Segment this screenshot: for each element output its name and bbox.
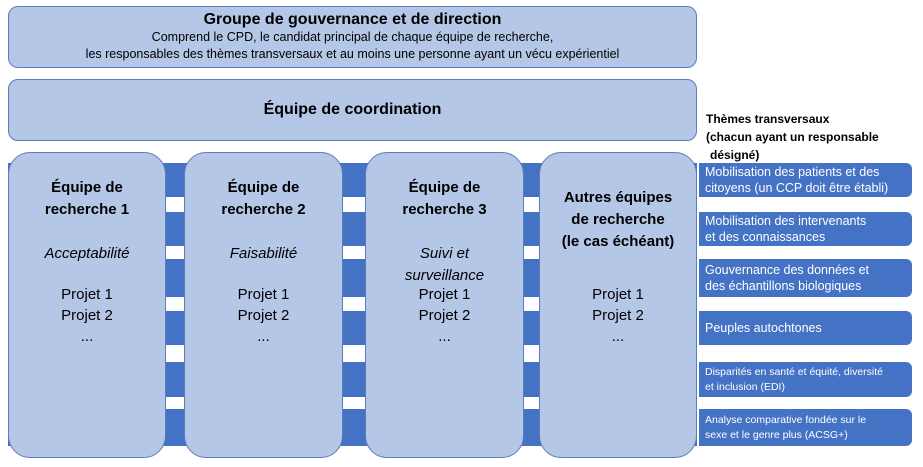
coordination-title: Équipe de coordination xyxy=(263,101,442,118)
research-team-3-box: Équipe de recherche 3 Suivi et surveilla… xyxy=(365,152,524,458)
theme-2-line2: et des connaissances xyxy=(705,230,826,244)
other-teams-more: ... xyxy=(611,328,625,345)
other-teams-name-line3: (le cas échéant) xyxy=(561,233,675,250)
team-3-name-line2: recherche 3 xyxy=(402,201,487,218)
team-2-project-1: Projet 1 xyxy=(237,286,290,303)
team-1-more: ... xyxy=(80,328,94,345)
other-research-teams-box: Autres équipes de recherche (le cas éché… xyxy=(539,152,697,458)
team-2-project-2: Projet 2 xyxy=(237,307,290,324)
theme-item-1: Mobilisation des patients et des citoyen… xyxy=(699,163,912,197)
research-team-1-box: Équipe de recherche 1 Acceptabilité Proj… xyxy=(8,152,166,458)
team-2-name-line2: recherche 2 xyxy=(221,201,306,218)
theme-5-line1: Disparités en santé et équité, diversité xyxy=(705,365,884,378)
team-2-more: ... xyxy=(257,328,270,345)
other-teams-name-line2: de recherche xyxy=(571,211,665,228)
team-3-focus-line2: surveillance xyxy=(404,267,485,284)
team-1-name-line2: recherche 1 xyxy=(44,201,130,218)
theme-3-line2: des échantillons biologiques xyxy=(705,279,862,293)
team-2-name-line1: Équipe de xyxy=(227,179,300,196)
team-1-focus: Acceptabilité xyxy=(44,245,130,262)
theme-6-line1: Analyse comparative fondée sur le xyxy=(705,413,867,426)
other-teams-project-2: Projet 2 xyxy=(592,307,644,324)
theme-4-line1: Peuples autochtones xyxy=(705,321,822,335)
theme-item-3: Gouvernance des données et des échantill… xyxy=(699,259,912,297)
themes-heading-line3: désigné) xyxy=(710,148,760,162)
team-3-name-line1: Équipe de xyxy=(408,179,481,196)
team-3-project-2: Projet 2 xyxy=(418,307,471,324)
coordination-team-box: Équipe de coordination xyxy=(8,79,697,141)
team-3-focus-line1: Suivi et xyxy=(419,245,470,262)
other-teams-project-1: Projet 1 xyxy=(592,286,644,303)
team-1-project-1: Projet 1 xyxy=(61,286,113,303)
themes-heading-line1: Thèmes transversaux xyxy=(706,112,830,126)
theme-item-6: Analyse comparative fondée sur le sexe e… xyxy=(699,409,912,446)
governance-description-line1: Comprend le CPD, le candidat principal d… xyxy=(151,30,554,44)
theme-6-line2: sexe et le genre plus (ACSG+) xyxy=(705,428,848,441)
cross-cutting-themes-heading: Thèmes transversaux (chacun ayant un res… xyxy=(706,110,916,164)
governance-group-box: Groupe de gouvernance et de direction Co… xyxy=(8,6,697,68)
theme-1-line1: Mobilisation des patients et des xyxy=(705,165,880,179)
theme-item-4: Peuples autochtones xyxy=(699,311,912,345)
governance-title: Groupe de gouvernance et de direction xyxy=(203,11,502,28)
theme-3-line1: Gouvernance des données et xyxy=(705,263,870,277)
team-3-more: ... xyxy=(438,328,451,345)
theme-2-line1: Mobilisation des intervenants xyxy=(705,214,867,228)
theme-item-5: Disparités en santé et équité, diversité… xyxy=(699,362,912,397)
team-1-project-2: Projet 2 xyxy=(61,307,113,324)
team-2-focus: Faisabilité xyxy=(229,245,298,262)
theme-1-line2: citoyens (un CCP doit être établi) xyxy=(705,181,889,195)
governance-description-line2: les responsables des thèmes transversaux… xyxy=(85,47,620,61)
theme-5-line2: et inclusion (EDI) xyxy=(705,380,785,393)
themes-heading-line2: (chacun ayant un responsable xyxy=(706,130,879,144)
other-teams-name-line1: Autres équipes xyxy=(563,189,673,206)
theme-item-2: Mobilisation des intervenants et des con… xyxy=(699,212,912,246)
research-team-2-box: Équipe de recherche 2 Faisabilité Projet… xyxy=(184,152,343,458)
team-3-project-1: Projet 1 xyxy=(418,286,471,303)
team-1-name-line1: Équipe de xyxy=(51,179,123,196)
